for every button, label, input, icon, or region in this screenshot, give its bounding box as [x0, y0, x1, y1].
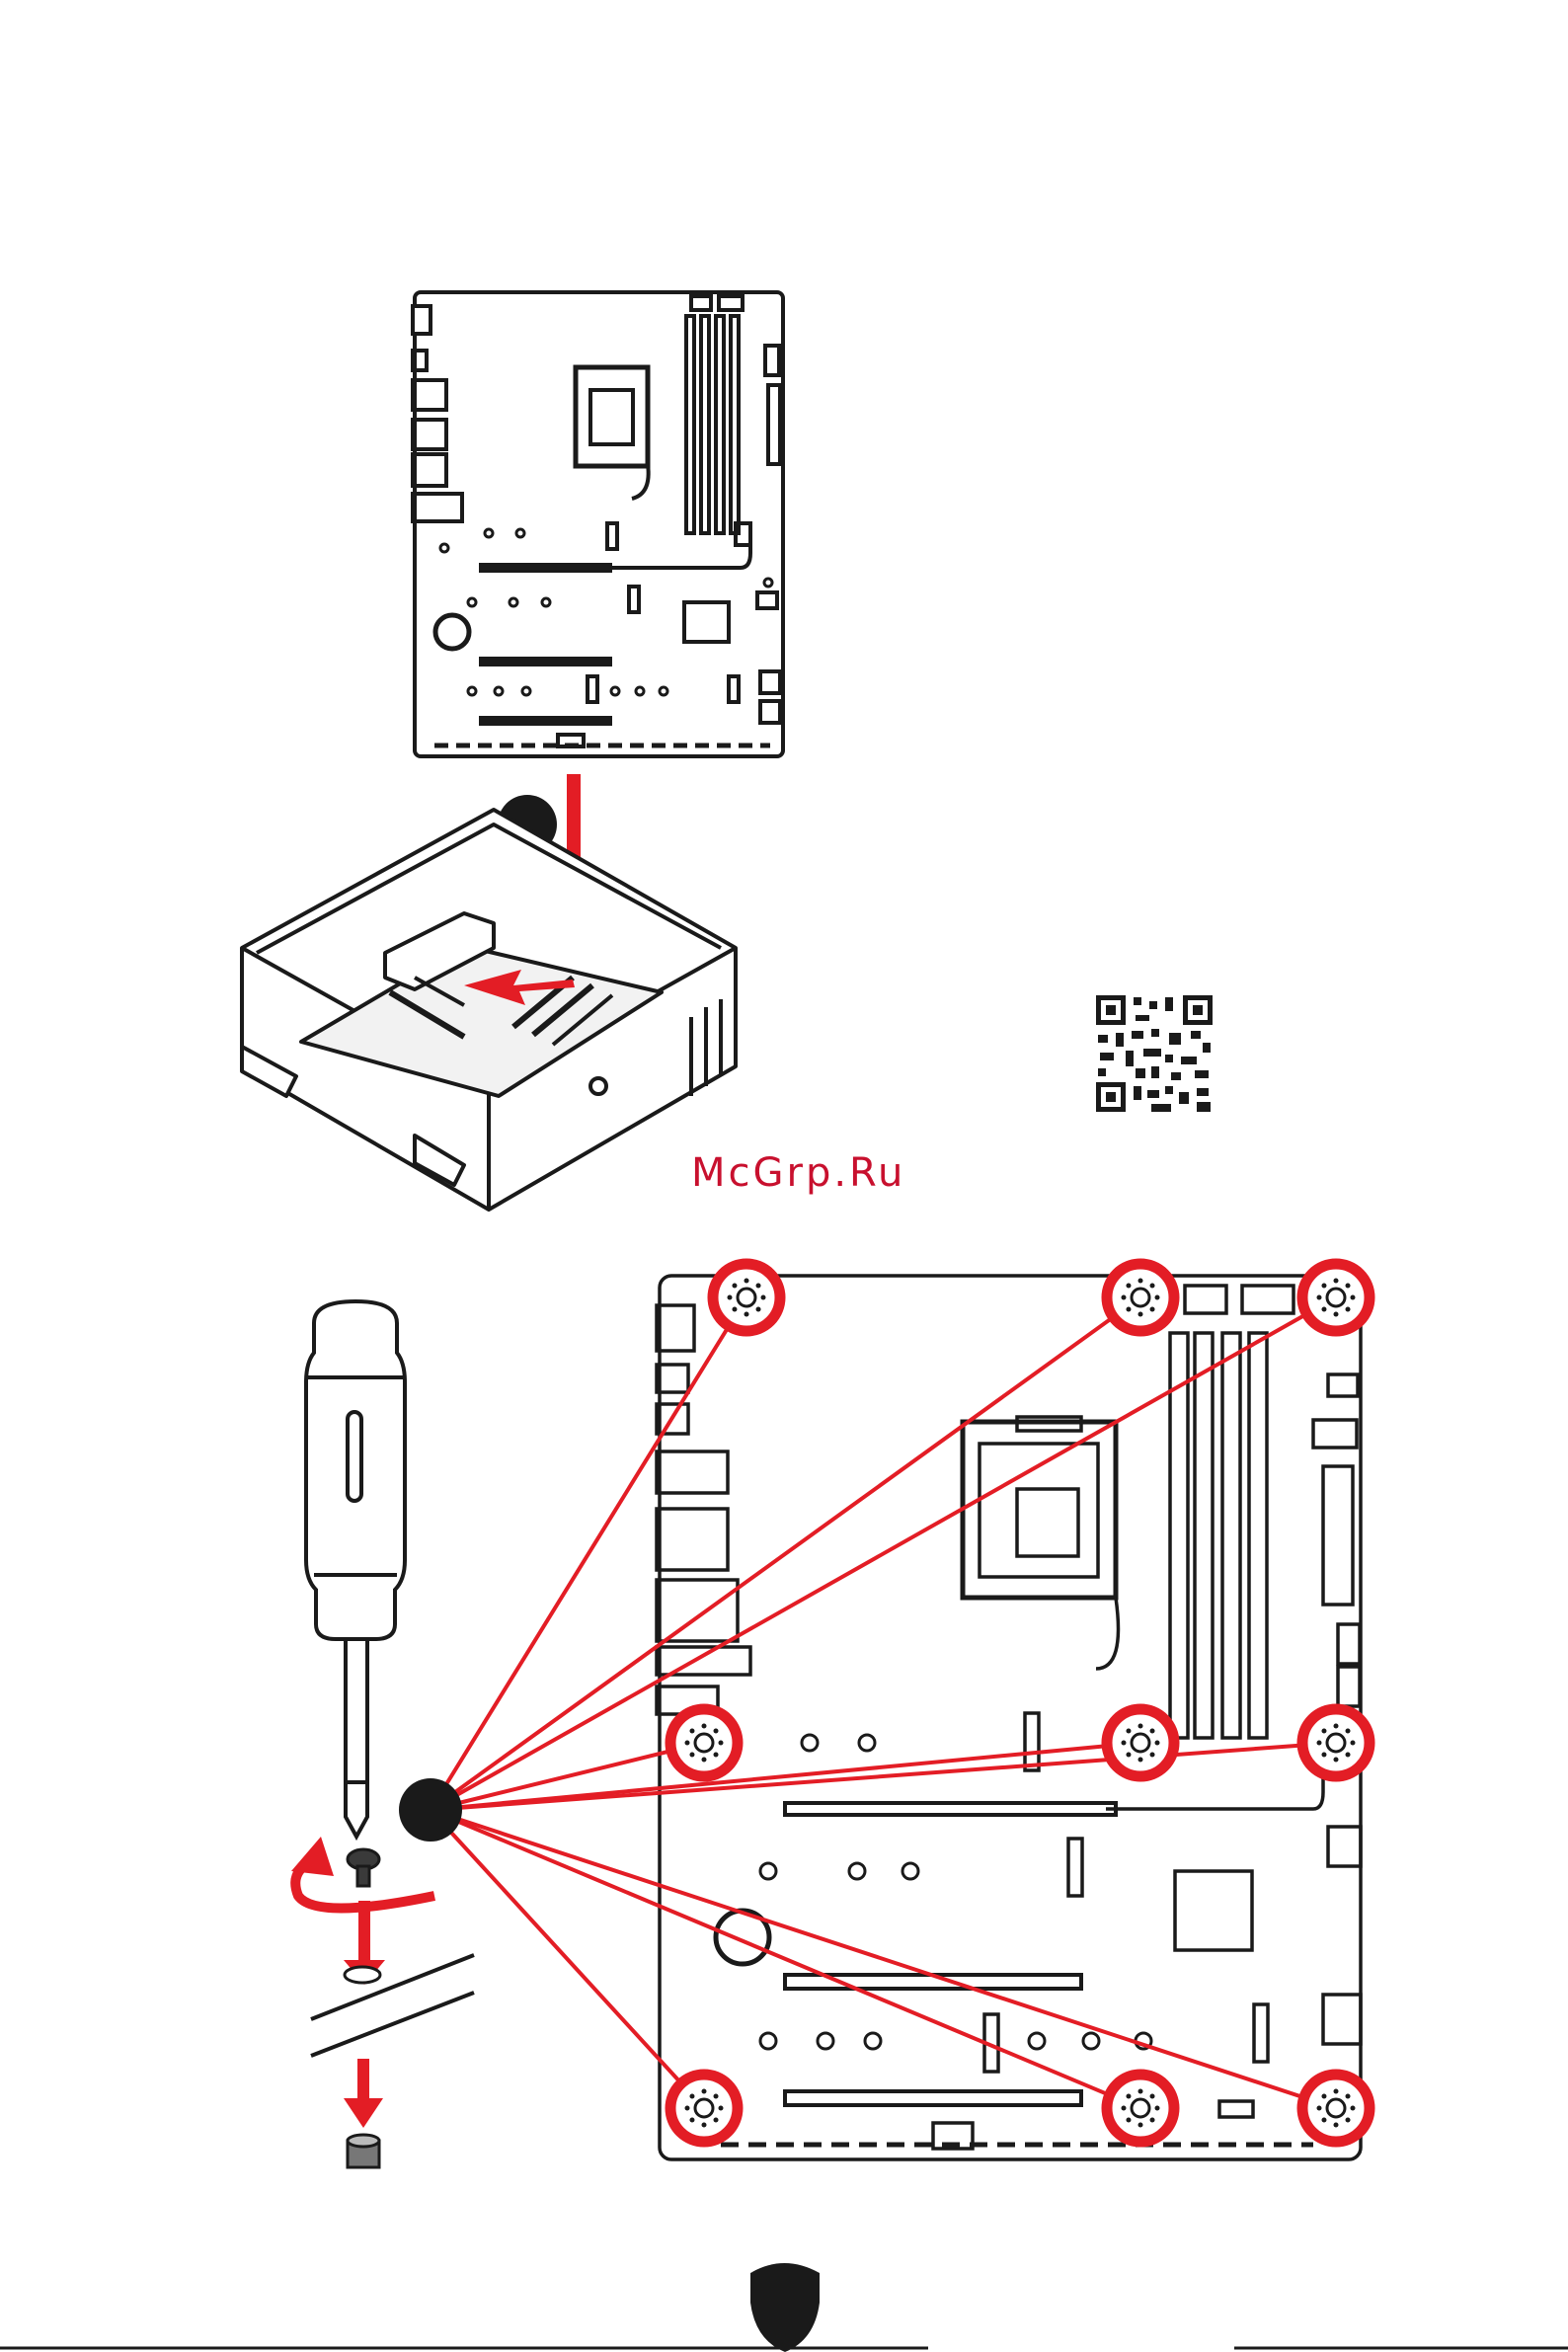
- mounting-hole-5: [1107, 1709, 1174, 1776]
- screwdriver-icon: [306, 1301, 405, 1837]
- watermark-text: McGrp.Ru: [691, 1150, 987, 1196]
- mounting-hole-9: [1302, 2075, 1370, 2142]
- rotate-arrowhead: [291, 1837, 334, 1876]
- motherboard-bottom-illustration: [657, 1276, 1361, 2159]
- mounting-hole-6: [1302, 1709, 1370, 1776]
- pc-case-illustration: [242, 810, 736, 1210]
- screw-icon: [348, 1849, 379, 1886]
- board-cross-section: [311, 1955, 474, 2056]
- mounting-hole-7: [670, 2075, 738, 2142]
- mounting-hole-2: [1107, 1264, 1174, 1331]
- msi-shield-logo-icon: [750, 2263, 820, 2352]
- standoff-icon: [348, 2135, 379, 2167]
- step-marker-2: [399, 1778, 462, 1842]
- mounting-hole-8: [1107, 2075, 1174, 2142]
- down-arrow-standoff: [344, 2059, 383, 2128]
- motherboard-top-illustration: [413, 292, 783, 756]
- mounting-hole-1: [713, 1264, 780, 1331]
- qr-code-icon: [1096, 995, 1213, 1112]
- mounting-hole-3: [1302, 1264, 1370, 1331]
- mounting-hole-4: [670, 1709, 738, 1776]
